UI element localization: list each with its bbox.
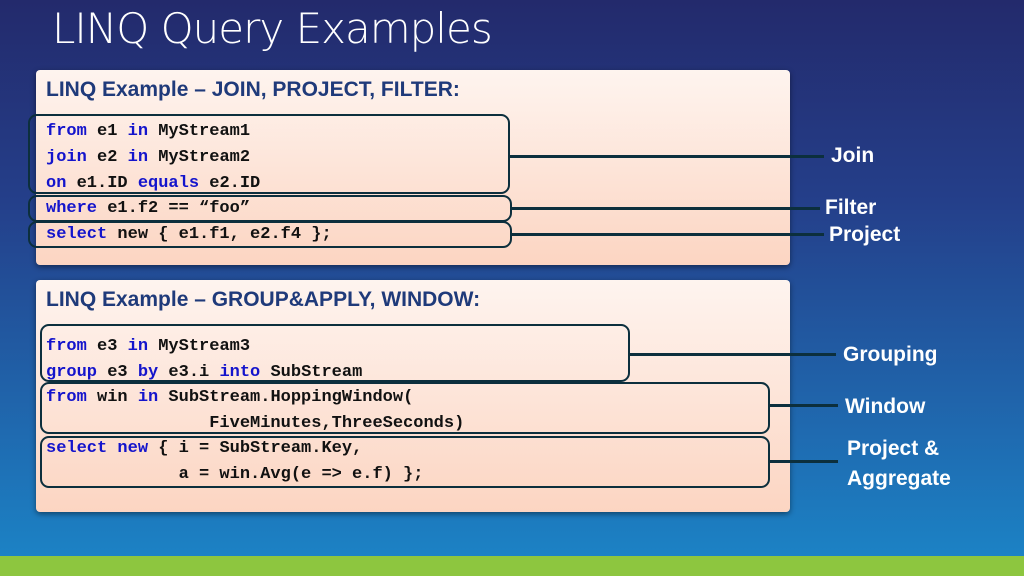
code-line: a = win.Avg(e => e.f) }; [46, 465, 424, 484]
project-aggregate-highlight-box [40, 436, 770, 488]
slide-title: LINQ Query Examples [52, 4, 493, 53]
project-aggregate-connector [770, 460, 838, 463]
join-highlight-box [28, 114, 510, 194]
grouping-connector [630, 353, 836, 356]
code-line: from e1 in MyStream1 [46, 122, 251, 141]
join-connector [510, 155, 824, 158]
filter-label: Filter [825, 196, 877, 219]
code-line: group e3 by e3.i into SubStream [46, 363, 363, 382]
join-project-filter-panel: LINQ Example – JOIN, PROJECT, FILTER: fr… [36, 70, 790, 265]
project-connector [512, 233, 824, 236]
code-line: from e3 in MyStream3 [46, 337, 251, 356]
window-highlight-box [40, 382, 770, 434]
project-aggregate-label-line2: Aggregate [847, 467, 951, 490]
grouping-highlight-box [40, 324, 630, 382]
filter-highlight-box [28, 195, 512, 222]
project-label: Project [829, 223, 901, 246]
footer-accent-bar [0, 556, 1024, 576]
join-label: Join [831, 144, 875, 167]
window-label: Window [845, 395, 926, 418]
panel-heading-join-project-filter: LINQ Example – JOIN, PROJECT, FILTER: [46, 78, 460, 101]
code-line: select new { e1.f1, e2.f4 }; [46, 225, 332, 244]
code-line: from win in SubStream.HoppingWindow( [46, 388, 414, 407]
code-line: select new { i = SubStream.Key, [46, 439, 363, 458]
code-line: on e1.ID equals e2.ID [46, 174, 261, 193]
project-highlight-box [28, 221, 512, 248]
filter-connector [512, 207, 820, 210]
project-aggregate-label-line1: Project & [847, 437, 940, 460]
window-connector [770, 404, 838, 407]
grouping-label: Grouping [843, 343, 938, 366]
code-line: where e1.f2 == “foo” [46, 199, 251, 218]
code-line: FiveMinutes,ThreeSeconds) [46, 414, 465, 433]
group-apply-window-panel: LINQ Example – GROUP&APPLY, WINDOW: from… [36, 280, 790, 512]
code-line: join e2 in MyStream2 [46, 148, 251, 167]
panel-heading-group-apply-window: LINQ Example – GROUP&APPLY, WINDOW: [46, 288, 481, 311]
